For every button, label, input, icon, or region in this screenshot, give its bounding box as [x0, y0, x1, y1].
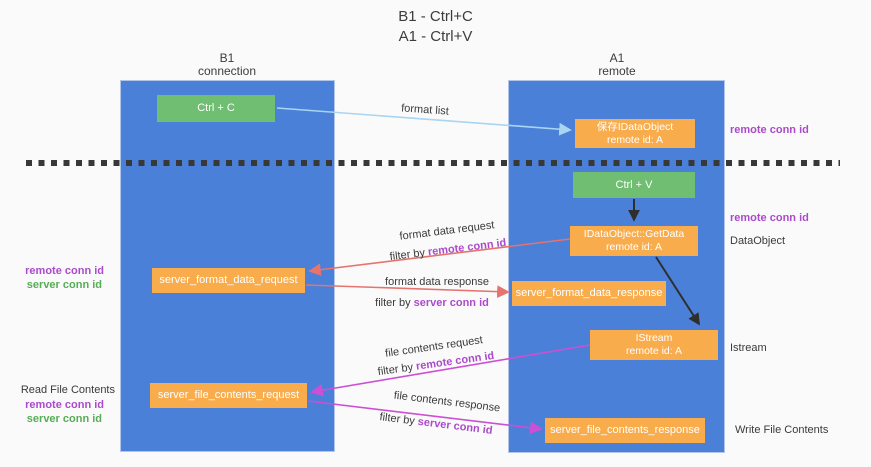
lane-b1-name: B1 [219, 51, 235, 65]
right-label-dataobject: DataObject [730, 235, 786, 247]
left-label-remote-conn-id-1: remote conn id [25, 265, 104, 277]
right-label-remote-conn-id-2: remote conn id [730, 212, 809, 224]
lane-a1-name: A1 [609, 51, 625, 65]
left-label-server-conn-id-1: server conn id [26, 279, 102, 291]
node-server-file-contents-request: server_file_contents_request [150, 383, 307, 408]
filter-by-text: filter by [378, 411, 419, 428]
node-istream: IStream remote id: A [590, 330, 718, 360]
right-label-istream: Istream [730, 342, 767, 354]
left-label-remote-conn-id-2: remote conn id [25, 399, 104, 411]
left-label-server-conn-id-2: server conn id [26, 413, 102, 425]
node-server-file-contents-response: server_file_contents_response [545, 418, 705, 443]
lane-header-a1: A1 remote [537, 52, 697, 78]
label-filter-format-response: filter by server conn id [375, 297, 489, 309]
label-format-list: format list [400, 102, 450, 118]
diagram-title-line2: A1 - Ctrl+V [398, 28, 473, 45]
filter-by-text: filter by [389, 246, 429, 264]
node-getdata-line2: remote id: A [605, 241, 663, 253]
node-istream-line2: remote id: A [625, 345, 683, 357]
node-format-response-label: server_format_data_response [515, 287, 663, 299]
node-save-dataobject-line1: 保存IDataObject [596, 120, 674, 133]
diagram-title: B1 - Ctrl+C A1 - Ctrl+V [0, 7, 871, 47]
label-file-contents-response: file contents response [393, 389, 501, 415]
label-format-data-response: format data response [385, 276, 489, 288]
right-label-remote-conn-id-1: remote conn id [730, 124, 809, 136]
node-ctrl-c-label: Ctrl + C [197, 102, 235, 114]
lane-b1-role: connection [197, 64, 257, 78]
node-file-request-label: server_file_contents_request [157, 389, 300, 401]
lane-a1-role: remote [598, 64, 636, 78]
node-server-format-data-response: server_format_data_response [512, 281, 666, 306]
node-file-response-label: server_file_contents_response [550, 424, 700, 436]
node-getdata-line1: IDataObject::GetData [583, 228, 685, 240]
remote-conn-id-text: remote conn id [427, 236, 507, 259]
label-filter-file-response: filter by server conn id [379, 411, 493, 437]
node-format-request-label: server_format_data_request [159, 274, 298, 286]
lane-header-b1: B1 connection [147, 52, 307, 78]
node-ctrl-v-label: Ctrl + V [615, 178, 653, 191]
server-conn-id-text: server conn id [413, 297, 489, 309]
filter-by-text: filter by [377, 360, 417, 379]
diagram-title-line1: B1 - Ctrl+C [398, 8, 473, 25]
node-server-format-data-request: server_format_data_request [152, 268, 305, 293]
filter-by-text: filter by [375, 297, 414, 309]
node-save-dataobject: 保存IDataObject remote id: A [575, 119, 695, 148]
node-ctrl-c: Ctrl + C [157, 95, 275, 122]
node-save-dataobject-line2: remote id: A [606, 133, 664, 146]
right-label-write-file-contents: Write File Contents [735, 424, 829, 436]
left-label-read-file-contents: Read File Contents [20, 384, 115, 396]
node-istream-line1: IStream [635, 332, 673, 344]
server-conn-id-text: server conn id [417, 415, 494, 437]
node-idataobject-getdata: IDataObject::GetData remote id: A [570, 226, 698, 256]
node-ctrl-v: Ctrl + V [573, 172, 695, 198]
